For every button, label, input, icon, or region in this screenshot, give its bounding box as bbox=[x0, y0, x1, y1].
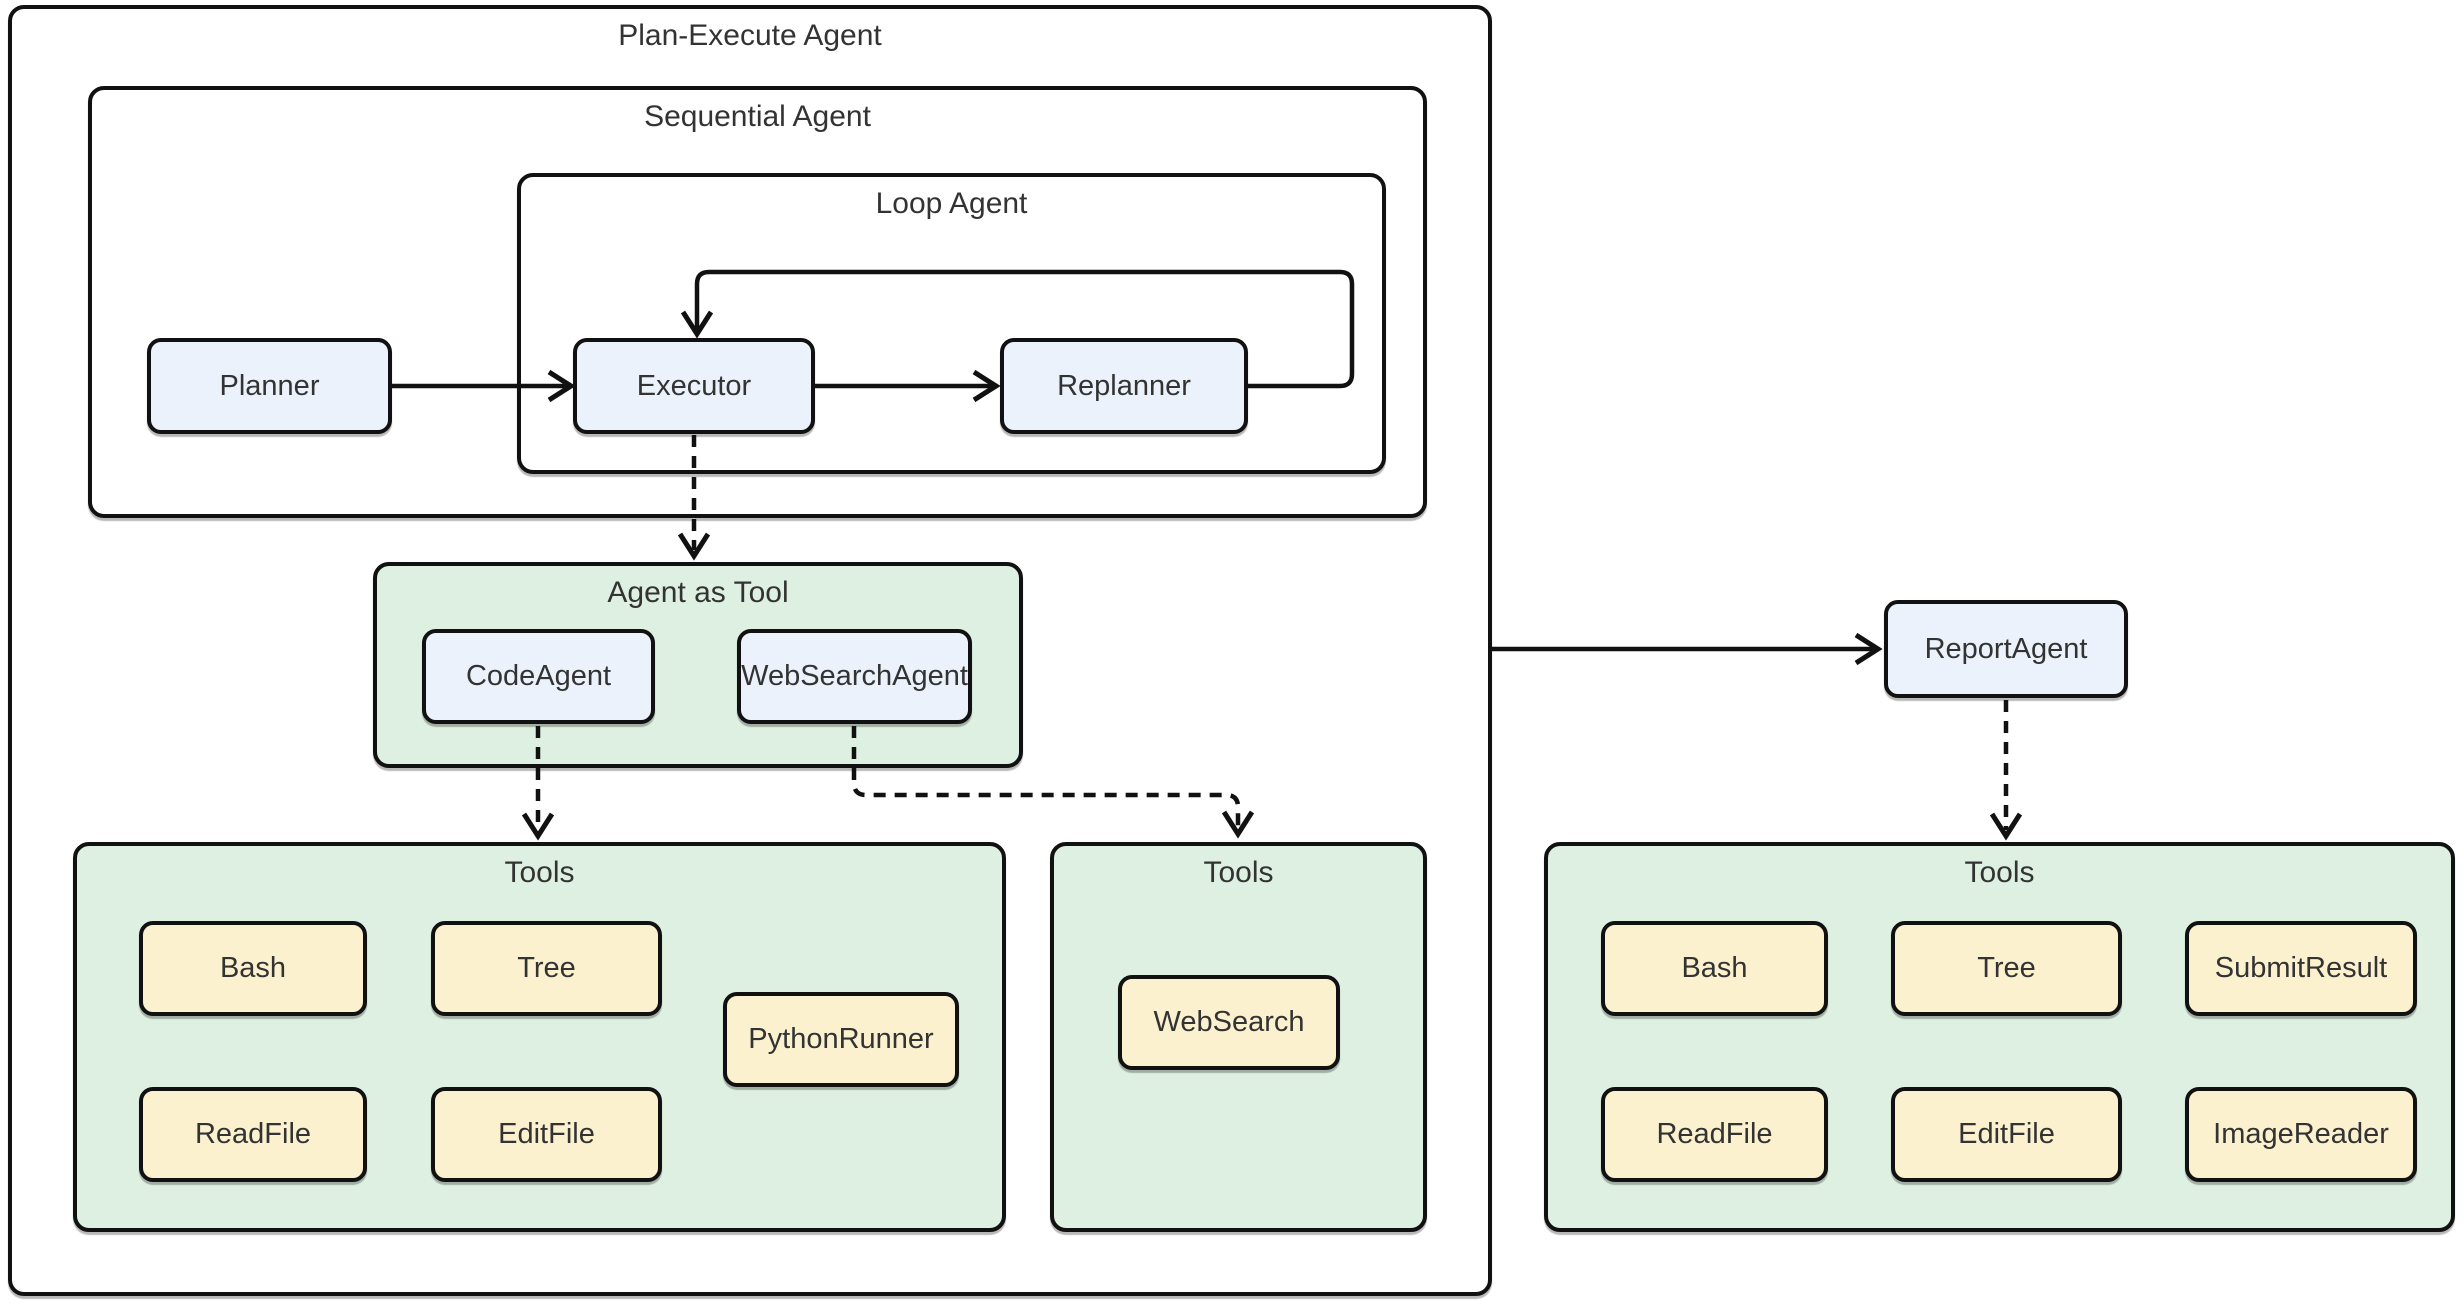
group-title-plan-execute-agent: Plan-Execute Agent bbox=[618, 19, 882, 52]
tool-box-read-file-right: ReadFile bbox=[1601, 1087, 1828, 1182]
group-title-tools-left: Tools bbox=[504, 856, 575, 889]
group-title-tools-middle: Tools bbox=[1203, 856, 1274, 889]
tool-box-bash-left: Bash bbox=[139, 921, 367, 1016]
group-title-tools-right: Tools bbox=[1964, 856, 2035, 889]
tool-box-tree-left: Tree bbox=[431, 921, 662, 1016]
node-code-agent: CodeAgent bbox=[422, 629, 655, 724]
arrow-to-report-agent-head bbox=[1854, 632, 1883, 666]
group-title-sequential-agent: Sequential Agent bbox=[644, 100, 871, 133]
group-loop-agent: Loop Agent bbox=[517, 173, 1386, 474]
arrow-plan-execute-to-report-agent bbox=[1492, 632, 1883, 666]
node-web-search-agent: WebSearchAgent bbox=[737, 629, 972, 724]
group-sequential-agent: Sequential Agent bbox=[88, 86, 1427, 518]
node-planner: Planner bbox=[147, 338, 392, 434]
group-title-agent-as-tool: Agent as Tool bbox=[607, 576, 789, 609]
tool-box-read-file-left: ReadFile bbox=[139, 1087, 367, 1182]
arrow-report-agent-to-tools-right bbox=[1989, 700, 2023, 841]
node-replanner: Replanner bbox=[1000, 338, 1248, 434]
tool-box-edit-file-left: EditFile bbox=[431, 1087, 662, 1182]
tool-box-edit-file-right: EditFile bbox=[1891, 1087, 2122, 1182]
group-plan-execute-agent: Plan-Execute Agent bbox=[8, 5, 1492, 1296]
node-report-agent: ReportAgent bbox=[1884, 600, 2128, 698]
tool-box-tree-right: Tree bbox=[1891, 921, 2122, 1016]
arrow-report-agent-to-tools-right-head bbox=[1989, 812, 2023, 841]
tool-box-python-runner: PythonRunner bbox=[723, 992, 959, 1087]
group-title-loop-agent: Loop Agent bbox=[875, 187, 1028, 220]
tool-box-image-reader: ImageReader bbox=[2185, 1087, 2417, 1182]
tool-box-submit-result: SubmitResult bbox=[2185, 921, 2417, 1016]
tool-box-bash-right: Bash bbox=[1601, 921, 1828, 1016]
node-executor: Executor bbox=[573, 338, 815, 434]
tool-box-web-search: WebSearch bbox=[1118, 975, 1340, 1070]
